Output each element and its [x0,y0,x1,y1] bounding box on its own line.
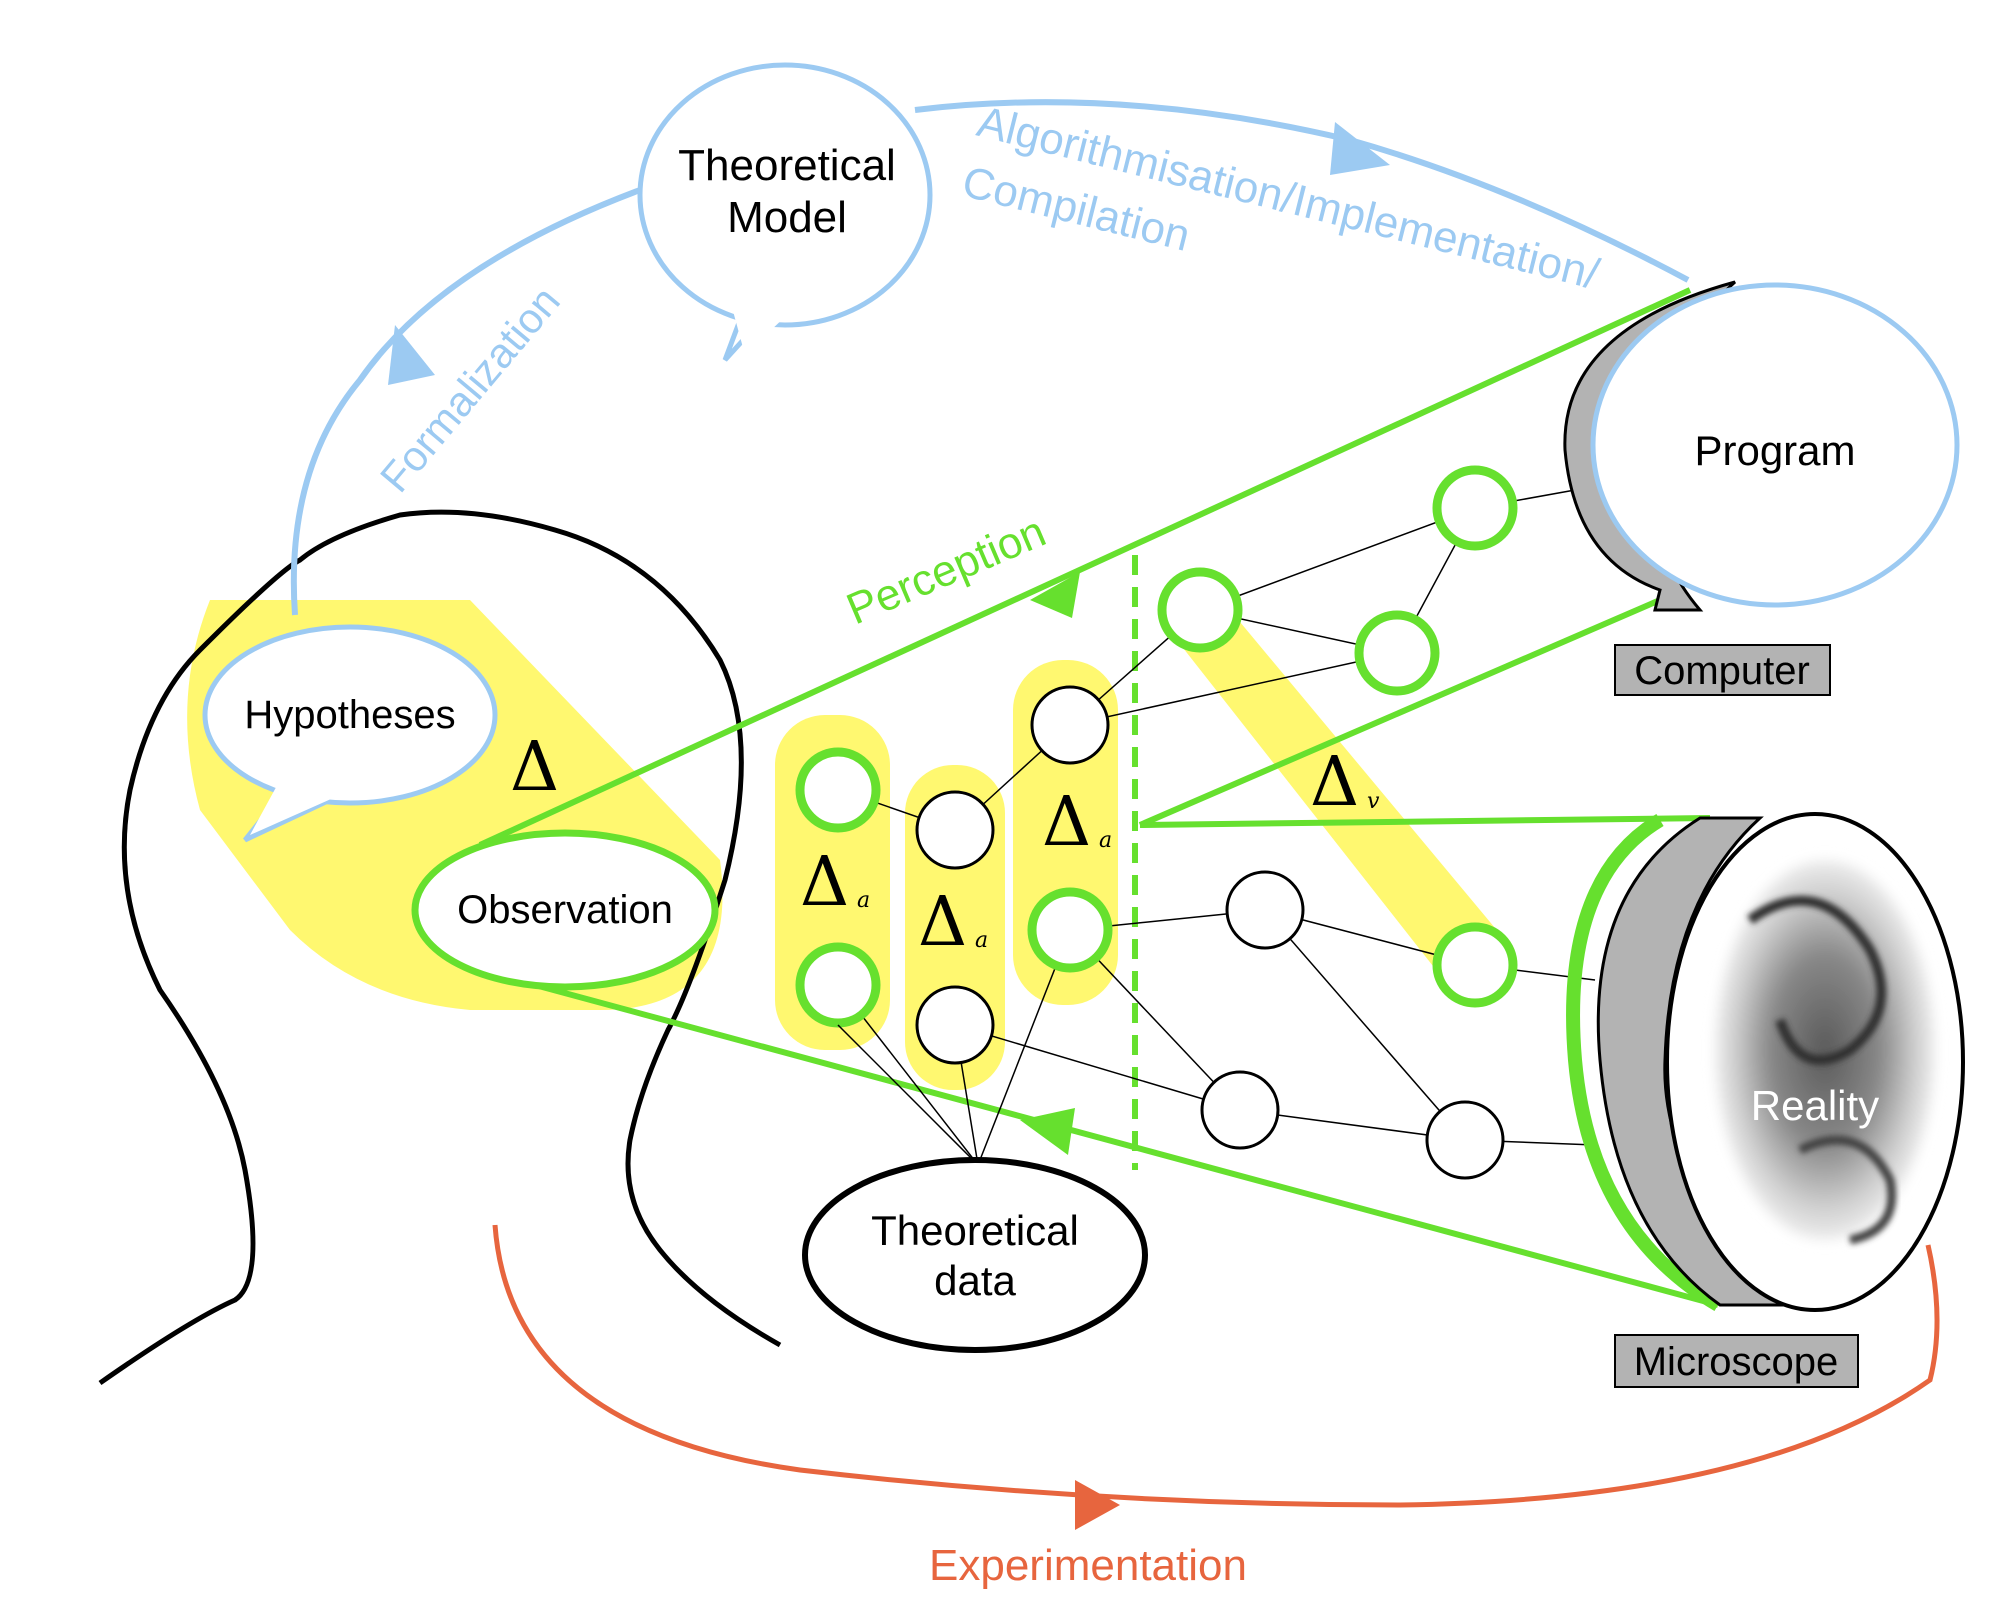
formalization-arc: Formalization [290,187,642,616]
node-green-8 [1354,610,1440,696]
node-3 [915,790,995,870]
theoretical-model-bubble: Theoretical Model [637,62,933,362]
computer-program: Program Computer [1563,280,1960,696]
reality-swirl-2 [1797,1135,1897,1245]
delta-labels: Δ Δ a Δ a Δ a Δ v [510,728,1380,962]
delta-a-3-sub: a [1099,828,1112,853]
observation-label: Observation [457,888,673,932]
node-green-2 [795,942,881,1028]
formalization-label: Formalization [371,277,569,500]
theoretical-model-line1: Theoretical [678,141,896,190]
hypotheses-bubble: Hypotheses [202,624,498,843]
node-green-12 [1432,922,1518,1008]
theoretical-data-line1: Theoretical [871,1207,1079,1254]
perception-lines [478,287,1719,1308]
reality-swirl-1 [1747,895,1887,1065]
node-4 [915,985,995,1065]
experimentation-label: Experimentation [929,1541,1247,1590]
observation-ellipse: Observation [411,829,719,991]
microscope-label-box [1614,1334,1859,1388]
perception-label: Perception [840,507,1053,634]
delta-a-2: Δ [918,883,967,962]
computer-link-line [1138,597,1662,828]
perception-upper-line [478,287,1692,848]
node-5 [1030,685,1110,765]
experimentation-arrowhead [1075,1480,1120,1530]
node-13 [1425,1100,1505,1180]
network-nodes [795,465,1518,1180]
node-11 [1200,1070,1280,1150]
node-green-7 [1157,567,1243,653]
delta-v: Δ [1310,743,1359,822]
microscope-label: Microscope [1634,1340,1839,1384]
node-10 [1225,870,1305,950]
delta-a-1-sub: a [857,888,870,913]
algorithmisation-arrowhead [1330,122,1390,175]
hypotheses-label: Hypotheses [244,693,455,737]
node-green-6 [1027,887,1113,973]
microscope-green-rim [1566,814,1722,1312]
perception-lower-line [534,982,1719,1308]
delta-a-2-sub: a [975,928,988,953]
algorithmisation-arc: Algorithmisation/Implementation/ Compila… [914,97,1690,299]
microscope-link-line [1139,815,1711,828]
delta-main: Δ [510,728,559,807]
delta-a-1: Δ [800,843,849,922]
microscope-reality: Reality Microscope [1566,812,1965,1388]
computer-label: Computer [1634,649,1810,693]
formalization-arrowhead [388,325,435,385]
node-green-9 [1432,465,1518,551]
program-label: Program [1694,427,1855,474]
delta-v-sub: v [1367,789,1380,814]
theoretical-data-ellipse: Theoretical data [802,1024,1148,1353]
reality-label: Reality [1751,1082,1879,1129]
experimentation-arc: Experimentation [492,1224,1940,1590]
reality-texture [1715,860,1935,1240]
perception-arrowhead-upper [1030,572,1080,618]
head-outline [98,509,782,1386]
delta-v-band [1165,610,1505,975]
computer-label-box [1614,644,1831,696]
theoretical-model-line2: Model [727,193,847,242]
theoretical-data-line2: data [934,1257,1016,1304]
perception-arrowhead-lower [1020,1108,1075,1155]
node-green-1 [795,747,881,833]
delta-a-3: Δ [1042,783,1091,862]
